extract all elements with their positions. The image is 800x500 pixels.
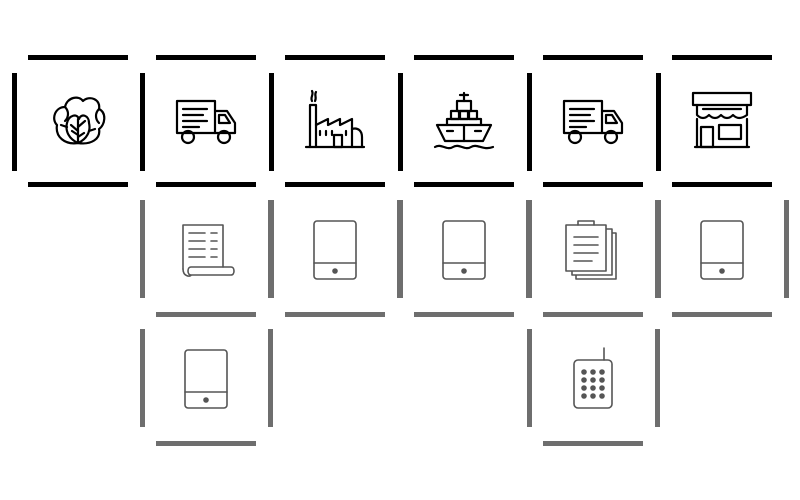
frame-bottom-bar bbox=[285, 312, 385, 317]
diagram-node-store bbox=[656, 55, 786, 187]
frame-bottom-bar bbox=[285, 182, 385, 187]
frame-bottom-bar bbox=[414, 182, 514, 187]
receipt-icon bbox=[182, 224, 235, 277]
frame-bottom-bar bbox=[414, 312, 514, 317]
diagram-node-delivery-truck bbox=[527, 55, 657, 187]
frame-left-bar bbox=[527, 200, 532, 298]
diagram-node-delivery-truck bbox=[140, 55, 270, 187]
tablet-icon bbox=[442, 220, 486, 280]
mobile-phone-icon bbox=[573, 347, 613, 409]
diagram-node-mobile-phone bbox=[527, 314, 660, 446]
frame-left-bar bbox=[527, 73, 532, 171]
diagram-node-tablet bbox=[656, 185, 789, 317]
frame-top-bar bbox=[414, 55, 514, 60]
frame-top-bar bbox=[285, 55, 385, 60]
diagram-node-receipt bbox=[140, 185, 273, 317]
delivery-truck-icon bbox=[175, 99, 237, 145]
diagram-node-cargo-ship bbox=[398, 55, 528, 187]
clipboard-icon bbox=[565, 220, 617, 280]
factory-icon bbox=[304, 89, 366, 149]
frame-left-bar bbox=[140, 200, 145, 298]
frame-bottom-bar bbox=[28, 182, 128, 187]
frame-left-bar bbox=[12, 73, 17, 171]
tablet-icon bbox=[700, 220, 744, 280]
store-icon bbox=[691, 91, 753, 149]
frame-left-bar bbox=[398, 73, 403, 171]
frame-right-bar bbox=[268, 329, 273, 427]
frame-top-bar bbox=[672, 55, 772, 60]
frame-bottom-bar bbox=[156, 312, 256, 317]
frame-bottom-bar bbox=[672, 312, 772, 317]
frame-left-bar bbox=[269, 73, 274, 171]
frame-bottom-bar bbox=[543, 312, 643, 317]
diagram-node-tablet bbox=[140, 314, 273, 446]
frame-left-bar bbox=[656, 200, 661, 298]
diagram-node-tablet bbox=[269, 185, 402, 317]
lettuce-icon bbox=[53, 96, 106, 145]
frame-left-bar bbox=[398, 200, 403, 298]
frame-bottom-bar bbox=[156, 441, 256, 446]
frame-left-bar bbox=[527, 329, 532, 427]
frame-bottom-bar bbox=[672, 182, 772, 187]
frame-left-bar bbox=[140, 329, 145, 427]
diagram-node-factory bbox=[269, 55, 399, 187]
diagram-node-clipboard bbox=[527, 185, 660, 317]
frame-top-bar bbox=[156, 55, 256, 60]
tablet-icon bbox=[313, 220, 357, 280]
frame-left-bar bbox=[269, 200, 274, 298]
delivery-truck-icon bbox=[562, 99, 624, 145]
frame-right-bar bbox=[655, 329, 660, 427]
frame-top-bar bbox=[28, 55, 128, 60]
tablet-icon bbox=[184, 349, 228, 409]
frame-bottom-bar bbox=[543, 182, 643, 187]
diagram-node-lettuce bbox=[12, 55, 142, 187]
frame-top-bar bbox=[543, 55, 643, 60]
frame-bottom-bar bbox=[543, 441, 643, 446]
frame-right-bar bbox=[784, 200, 789, 298]
diagram-node-tablet bbox=[398, 185, 531, 317]
cargo-ship-icon bbox=[433, 91, 495, 150]
frame-left-bar bbox=[656, 73, 661, 171]
frame-left-bar bbox=[140, 73, 145, 171]
frame-bottom-bar bbox=[156, 182, 256, 187]
